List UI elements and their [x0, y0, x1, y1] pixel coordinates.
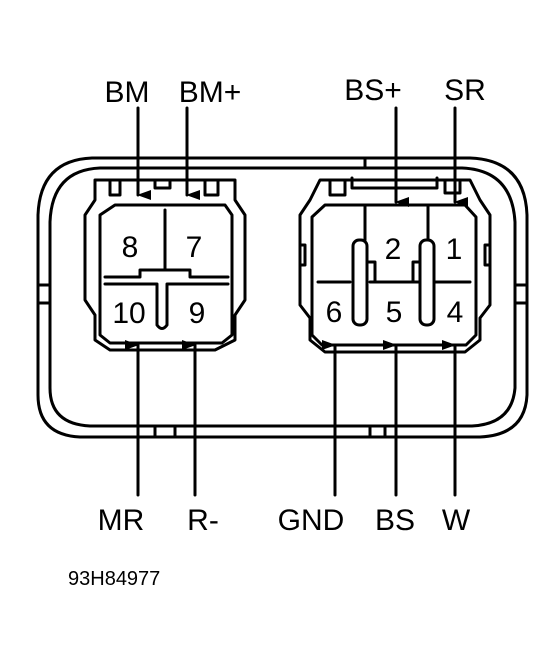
outer-housing — [36, 156, 529, 439]
label-r-minus: R- — [187, 504, 219, 537]
bottom-leads — [125, 340, 457, 497]
right-connector — [298, 176, 492, 354]
pin-9: 9 — [189, 297, 206, 330]
label-bm: BM — [105, 76, 150, 109]
label-gnd: GND — [278, 504, 345, 537]
pin-10: 10 — [112, 297, 145, 330]
pin-7: 7 — [186, 231, 203, 264]
pin-2: 2 — [385, 233, 402, 266]
pin-5: 5 — [386, 296, 403, 329]
label-mr: MR — [98, 504, 145, 537]
pin-6: 6 — [326, 296, 343, 329]
pin-4: 4 — [447, 296, 464, 329]
figure-code: 93H84977 — [68, 568, 160, 590]
label-sr: SR — [444, 74, 486, 107]
label-bs: BS — [375, 504, 415, 537]
label-bs-plus: BS+ — [344, 74, 402, 107]
top-leads — [136, 106, 468, 207]
label-bm-plus: BM+ — [179, 76, 242, 109]
label-w: W — [442, 504, 471, 537]
pin-8: 8 — [122, 231, 139, 264]
pin-1: 1 — [446, 233, 463, 266]
left-connector — [83, 178, 247, 352]
